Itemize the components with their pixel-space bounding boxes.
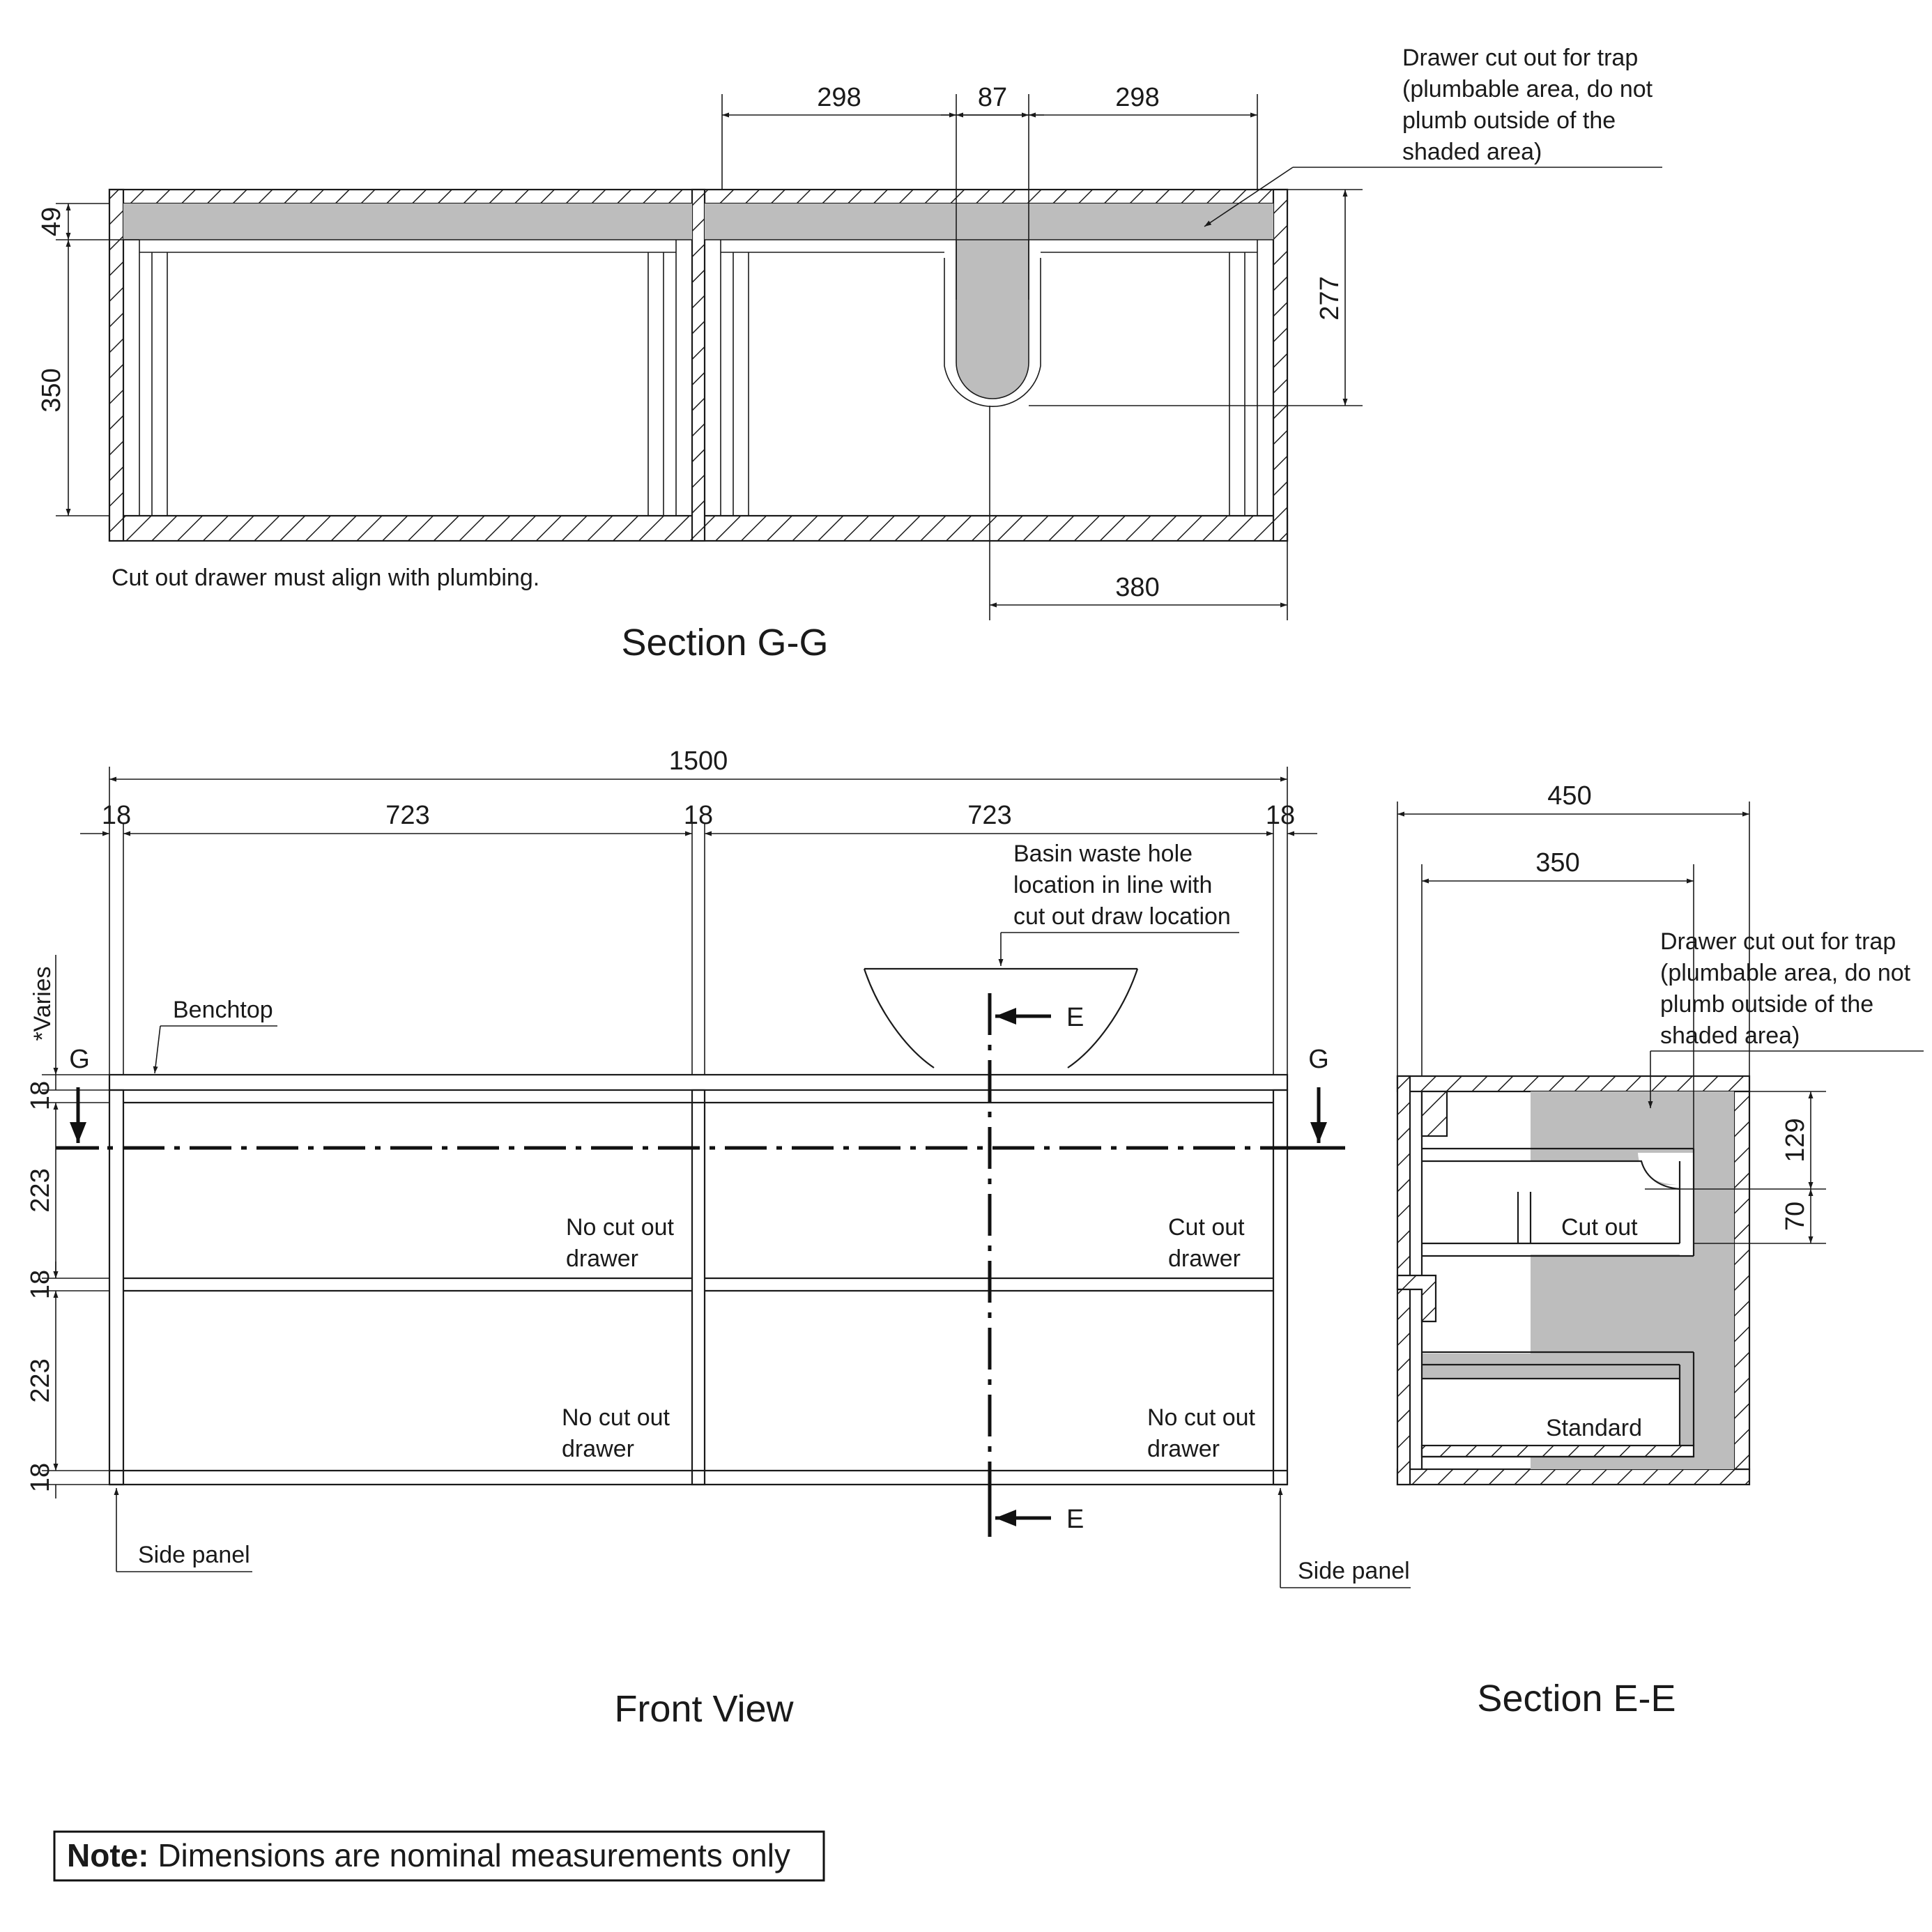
gg-dim-277: 277 [1315, 276, 1344, 320]
ee-callout-line2: (plumbable area, do not [1660, 960, 1911, 986]
gg-right-wall [1272, 188, 1289, 542]
fv-no-cut-lower-right-l1: No cut out [1147, 1404, 1256, 1431]
fv-dim-v18-b: 18 [26, 1270, 55, 1299]
fv-dim-723-left: 723 [385, 801, 429, 830]
gg-alignment-note: Cut out drawer must align with plumbing. [112, 565, 539, 591]
gg-dim-298-left: 298 [817, 83, 861, 112]
ee-dim-129: 129 [1781, 1118, 1810, 1162]
note-text: Dimensions are nominal measurements only [149, 1837, 790, 1873]
fv-side-panel-left-label: Side panel [138, 1542, 250, 1568]
fv-side-panel-right-label: Side panel [1298, 1558, 1410, 1584]
gg-callout-line3: plumb outside of the [1402, 107, 1616, 134]
gg-dim-87: 87 [978, 83, 1007, 112]
fv-no-cut-lower-left-l2: drawer [562, 1436, 634, 1462]
fv-dim-1500: 1500 [669, 746, 728, 776]
fv-dim-18-mid: 18 [684, 801, 713, 830]
note-bold: Note: [67, 1837, 149, 1873]
fv-dim-v18-c: 18 [26, 1463, 55, 1492]
fv-dim-v223-a: 223 [26, 1168, 55, 1212]
fv-mark-e-bottom: E [1066, 1505, 1084, 1534]
ee-dim-450: 450 [1547, 781, 1591, 811]
ee-callout-line3: plumb outside of the [1660, 991, 1873, 1018]
gg-centre-wall [691, 188, 706, 542]
ee-top-wall [1396, 1075, 1751, 1093]
ee-dim-70: 70 [1781, 1202, 1810, 1231]
fv-dim-v223-b: 223 [26, 1358, 55, 1402]
fv-no-cut-lower-right-l2: drawer [1147, 1436, 1220, 1462]
fv-no-cut-upper-l2: drawer [566, 1245, 638, 1272]
gg-title: Section G-G [621, 622, 828, 664]
gg-callout-line2: (plumbable area, do not [1402, 76, 1653, 102]
fv-basin-note-line3: cut out draw location [1013, 903, 1231, 930]
svg-text:Note: Dimensions are nominal m: Note: Dimensions are nominal measurement… [67, 1837, 790, 1873]
gg-band-left [123, 204, 692, 240]
gg-band-right [705, 204, 1273, 240]
fv-basin-note-line1: Basin waste hole [1013, 841, 1193, 867]
ee-bottom-wall [1396, 1468, 1751, 1486]
front-view: 1500 18 723 18 723 18 *Varies 18 223 18 … [26, 746, 1411, 1730]
note-box: Note: Dimensions are nominal measurement… [53, 1830, 825, 1882]
fv-mark-g-right: G [1308, 1045, 1329, 1074]
fv-no-cut-upper-l1: No cut out [566, 1214, 675, 1241]
fv-mark-g-left: G [69, 1045, 90, 1074]
fv-benchtop-label: Benchtop [173, 997, 273, 1023]
fv-title: Front View [614, 1688, 794, 1730]
fv-no-cut-lower-left-l1: No cut out [562, 1404, 670, 1431]
fv-mark-e-top: E [1066, 1003, 1084, 1032]
fv-basin-left [863, 968, 935, 1068]
fv-benchtop [108, 1073, 1289, 1091]
gg-dim-350: 350 [37, 368, 66, 412]
ee-dim-350: 350 [1535, 848, 1579, 877]
gg-dim-298-right: 298 [1115, 83, 1159, 112]
fv-dim-723-right: 723 [967, 801, 1011, 830]
ee-cut-out-label: Cut out [1561, 1214, 1638, 1241]
ee-standard-label: Standard [1546, 1415, 1642, 1441]
gg-left-wall [108, 188, 125, 542]
fv-dim-v18-a: 18 [26, 1081, 55, 1110]
fv-dim-18-left: 18 [102, 801, 131, 830]
fv-dim-varies: *Varies [29, 966, 56, 1041]
gg-dim-49: 49 [37, 207, 66, 236]
gg-callout-line4: shaded area) [1402, 139, 1542, 165]
gg-dim-380: 380 [1115, 573, 1159, 602]
ee-callout-line1: Drawer cut out for trap [1660, 928, 1896, 955]
ee-callout-line4: shaded area) [1660, 1022, 1800, 1049]
fv-cut-upper-l1: Cut out [1168, 1214, 1245, 1241]
fv-basin-right [1067, 968, 1139, 1068]
section-ee: 450 350 129 70 Drawer cut out for trap (… [1396, 781, 1924, 1719]
gg-trap-cutout [956, 240, 1029, 399]
ee-back-wall [1733, 1090, 1751, 1471]
ee-title: Section E-E [1477, 1678, 1676, 1719]
section-gg: 298 87 298 49 350 277 380 Drawer cut out… [37, 45, 1662, 664]
fv-cut-upper-l2: drawer [1168, 1245, 1241, 1272]
fv-basin-note-line2: location in line with [1013, 872, 1212, 898]
fv-dim-18-right: 18 [1266, 801, 1295, 830]
gg-callout-line1: Drawer cut out for trap [1402, 45, 1638, 71]
